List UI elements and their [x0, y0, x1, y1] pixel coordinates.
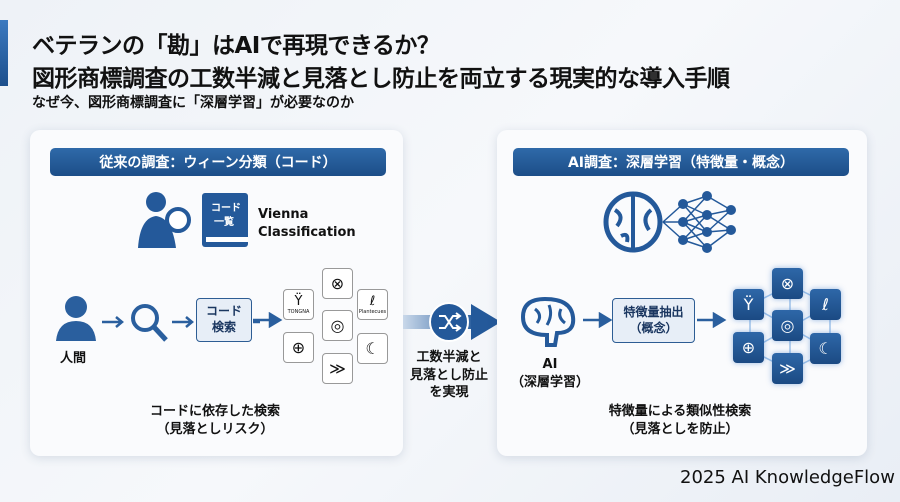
caption-line: 特徴量による類似性検索 — [608, 404, 752, 419]
flow-arrows — [102, 304, 260, 342]
logo-tile: ⊗ — [322, 268, 353, 299]
ai-text: AI — [542, 357, 558, 372]
logo-tile: ⊕ — [733, 332, 764, 363]
brain-icon — [520, 296, 576, 347]
page-title-line2: 図形商標調査の工数半減と見落とし防止を両立する現実的な導入手順 — [32, 66, 730, 92]
caption-line: コードに依存した検索 — [149, 404, 280, 419]
benefit-line: 工数半減と — [416, 350, 482, 365]
classification-text: Classification — [258, 224, 356, 240]
code-search-text-2: 検索 — [211, 320, 236, 334]
shuffle-icon — [439, 312, 462, 332]
logo-text: TONGNA — [287, 309, 310, 315]
page-title-line1: ベテランの「勘」はAIで再現できるか？ — [32, 33, 440, 59]
logo-tile: ☾ — [810, 333, 841, 364]
benefit-label: 工数半減と 見落とし防止 を実現 — [404, 349, 494, 402]
logo-tile: ⊕ — [283, 332, 314, 363]
logo-tile: ☾ — [357, 333, 388, 364]
brain-network-icon — [603, 191, 736, 253]
caption-line: （見落としを防止） — [621, 421, 739, 437]
ai-sub-text: （深層学習） — [510, 374, 589, 390]
ai-caption: 特徴量による類似性検索 （見落としを防止） — [590, 403, 770, 438]
arrow-icon — [697, 312, 727, 328]
vienna-classification-label: Vienna Classification — [258, 206, 356, 241]
logo-tile: ≫ — [322, 353, 353, 384]
traditional-header: 従来の調査：ウィーン分類（コード） — [50, 148, 386, 176]
caption-line: （見落としリスク） — [156, 421, 274, 437]
ai-label: AI （深層学習） — [510, 356, 590, 391]
ai-header: AI調査：深層学習（特徴量・概念） — [513, 148, 849, 176]
logo-tile: ⊗ — [772, 268, 803, 299]
feature-text-2: （概念） — [629, 320, 678, 335]
vienna-text: Vienna — [258, 207, 309, 222]
code-search-box: コード 検索 — [196, 298, 252, 342]
benefit-line: 見落とし防止 — [409, 367, 488, 383]
transition-arrow — [403, 302, 501, 342]
svg-text:コード: コード — [211, 202, 241, 214]
traditional-caption: コードに依存した検索 （見落としリスク） — [130, 403, 300, 438]
arrow-icon — [253, 312, 283, 328]
feature-text-1: 特徴量抽出 — [623, 304, 684, 319]
code-search-text-1: コード — [205, 304, 242, 319]
footer-credit: 2025 AI KnowledgeFlow — [680, 467, 895, 488]
benefit-line: を実現 — [429, 385, 469, 401]
logo-text: Plantecues — [358, 309, 387, 315]
examiner-book-icon: コード 一覧 — [138, 192, 248, 248]
human-label: 人間 — [60, 351, 87, 366]
person-icon — [56, 296, 96, 341]
logo-tile: ◎ — [772, 310, 803, 341]
page-subtitle: なぜ今、図形商標調査に「深層学習」が必要なのか — [32, 95, 354, 111]
logo-tile: ◎ — [322, 310, 353, 341]
arrow-icon — [583, 312, 613, 328]
logo-tile: ≫ — [772, 353, 803, 384]
feature-extraction-box: 特徴量抽出 （概念） — [612, 298, 695, 343]
svg-text:一覧: 一覧 — [214, 215, 234, 228]
logo-tile: ℓ — [810, 289, 841, 320]
accent-bar — [0, 20, 8, 86]
logo-tile: Ÿ — [733, 289, 764, 320]
